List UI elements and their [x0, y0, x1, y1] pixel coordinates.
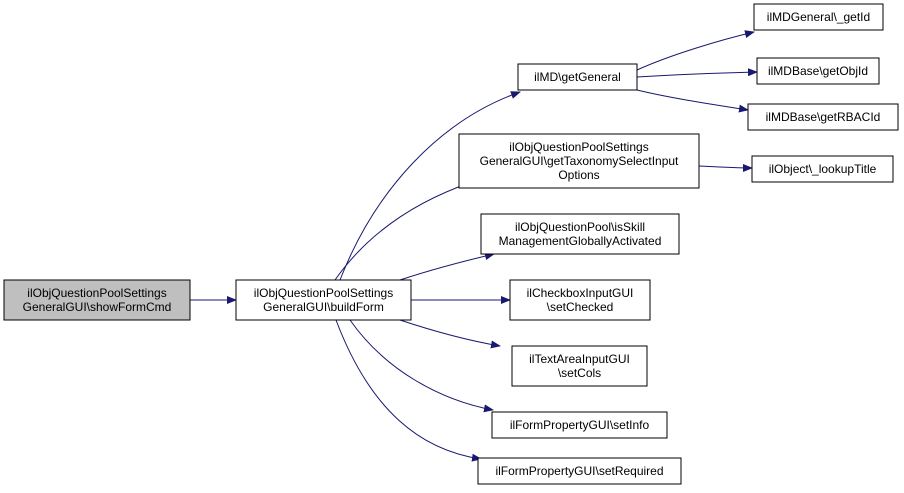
- node-label-line: GeneralGUI\showFormCmd: [23, 300, 172, 314]
- node-box: [477, 457, 682, 485]
- edge-taxonomy-to-lookup: [698, 163, 753, 172]
- node-getgeneral[interactable]: ilMD\getGeneral: [517, 63, 638, 91]
- node-box: [509, 279, 651, 321]
- node-label-line: ilFormPropertyGUI\setInfo: [510, 418, 650, 432]
- node-getobjid[interactable]: ilMDBase\getObjId: [756, 57, 880, 85]
- node-label-line: ilMDBase\getObjId: [768, 64, 868, 78]
- node-lookup[interactable]: ilObject\_lookupTitle: [751, 155, 894, 183]
- node-box: [511, 345, 648, 387]
- node-box: [517, 63, 638, 91]
- edge-arrow: [399, 252, 495, 281]
- node-textarea[interactable]: ilTextAreaInputGUI\setCols: [511, 345, 648, 387]
- node-label-line: ilObjQuestionPoolSettings: [254, 286, 393, 300]
- node-label-line: ilObjQuestionPoolSettings: [27, 286, 166, 300]
- node-label-line: ilTextAreaInputGUI: [529, 352, 630, 366]
- edge-build-to-setinfo: [349, 319, 494, 413]
- edge-getgeneral-to-getobjid: [636, 68, 758, 78]
- edge-getgeneral-to-getrbacid: [636, 89, 749, 113]
- node-box: [480, 213, 680, 255]
- node-label-line: ilCheckboxInputGUI: [527, 286, 634, 300]
- node-label-line: ManagementGloballyActivated: [499, 234, 662, 248]
- node-box: [491, 411, 668, 439]
- edge-arrow: [339, 91, 521, 281]
- node-root[interactable]: ilObjQuestionPoolSettingsGeneralGUI\show…: [3, 279, 191, 321]
- node-box: [3, 279, 191, 321]
- edge-arrow: [335, 319, 482, 462]
- node-setinfo[interactable]: ilFormPropertyGUI\setInfo: [491, 411, 668, 439]
- node-box: [458, 133, 700, 189]
- node-box: [235, 279, 412, 321]
- node-skill[interactable]: ilObjQuestionPool\isSkillManagementGloba…: [480, 213, 680, 255]
- node-label-line: \setChecked: [547, 300, 614, 314]
- node-build[interactable]: ilObjQuestionPoolSettingsGeneralGUI\buil…: [235, 279, 412, 321]
- node-label-line: ilObjQuestionPool\isSkill: [515, 220, 645, 234]
- edge-arrow: [349, 319, 494, 413]
- node-label-line: Options: [558, 168, 599, 182]
- edge-arrow: [334, 181, 473, 281]
- node-box: [753, 3, 884, 31]
- node-label-line: ilObjQuestionPoolSettings: [509, 140, 648, 154]
- node-box: [751, 155, 894, 183]
- edge-arrow: [698, 163, 753, 172]
- node-taxonomy[interactable]: ilObjQuestionPoolSettingsGeneralGUI\getT…: [458, 133, 700, 189]
- node-checkbox[interactable]: ilCheckboxInputGUI\setChecked: [509, 279, 651, 321]
- edge-arrow: [636, 68, 758, 78]
- edge-build-to-taxonomy: [334, 181, 473, 281]
- node-label-line: ilMDGeneral\_getId: [767, 10, 870, 24]
- node-label-line: ilMDBase\getRBACId: [766, 110, 881, 124]
- edge-arrow: [636, 89, 749, 113]
- node-label-line: ilMD\getGeneral: [534, 70, 621, 84]
- edge-build-to-getgeneral: [339, 91, 521, 281]
- node-label-line: GeneralGUI\getTaxonomySelectInput: [480, 154, 679, 168]
- node-mdgeneral[interactable]: ilMDGeneral\_getId: [753, 3, 884, 31]
- edge-build-to-textarea: [399, 319, 501, 349]
- edge-arrow: [399, 319, 501, 349]
- node-box: [747, 103, 899, 131]
- node-getrbacid[interactable]: ilMDBase\getRBACId: [747, 103, 899, 131]
- node-label-line: ilObject\_lookupTitle: [769, 162, 877, 176]
- node-label-line: ilFormPropertyGUI\setRequired: [495, 464, 663, 478]
- node-label-line: GeneralGUI\buildForm: [263, 300, 384, 314]
- edge-build-to-skill: [399, 252, 495, 281]
- node-setrequired[interactable]: ilFormPropertyGUI\setRequired: [477, 457, 682, 485]
- edge-build-to-setrequired: [335, 319, 482, 462]
- edge-arrow: [636, 30, 755, 71]
- edge-getgeneral-to-mdgeneral: [636, 30, 755, 71]
- node-label-line: \setCols: [558, 366, 601, 380]
- node-box: [756, 57, 880, 85]
